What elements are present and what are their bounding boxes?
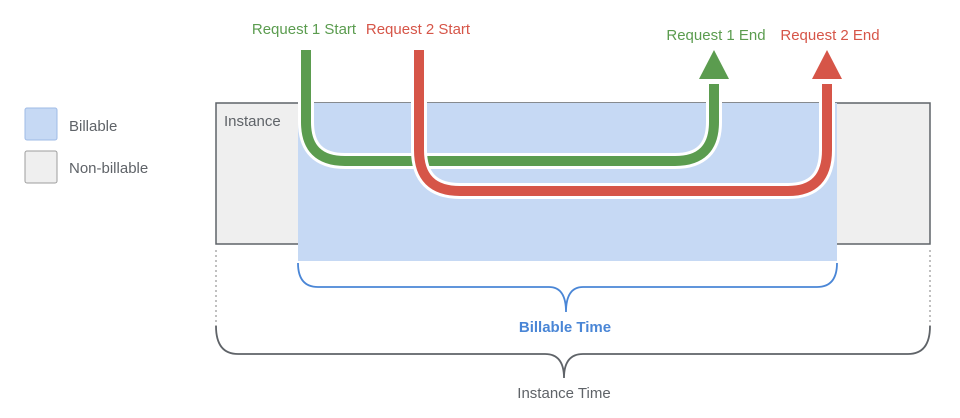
legend-swatch-billable: [24, 107, 58, 141]
legend-swatch-non-billable: [24, 150, 58, 184]
request-1-end-label: Request 1 End: [666, 27, 765, 44]
instance-time-brace: [215, 325, 931, 379]
request-1-start-label: Request 1 Start: [252, 21, 357, 38]
request-1-path: [301, 50, 719, 166]
legend-label-billable: Billable: [69, 118, 117, 135]
instance-label: Instance: [224, 113, 281, 130]
request-2-end-label: Request 2 End: [780, 27, 879, 44]
request-2-path: [414, 50, 832, 196]
request-2-arrow: [411, 45, 847, 199]
billable-time-label: Billable Time: [519, 319, 611, 336]
request-2-arrowhead: [812, 50, 842, 79]
billable-region: [298, 103, 837, 261]
billable-time-brace: [297, 262, 838, 313]
request-2-start-label: Request 2 Start: [366, 21, 471, 38]
request-1-arrowhead: [699, 50, 729, 79]
request-1-arrow: [298, 45, 734, 169]
legend: Billable Non-billable: [24, 107, 148, 184]
instance-time-label: Instance Time: [517, 385, 610, 402]
legend-label-non-billable: Non-billable: [69, 160, 148, 177]
